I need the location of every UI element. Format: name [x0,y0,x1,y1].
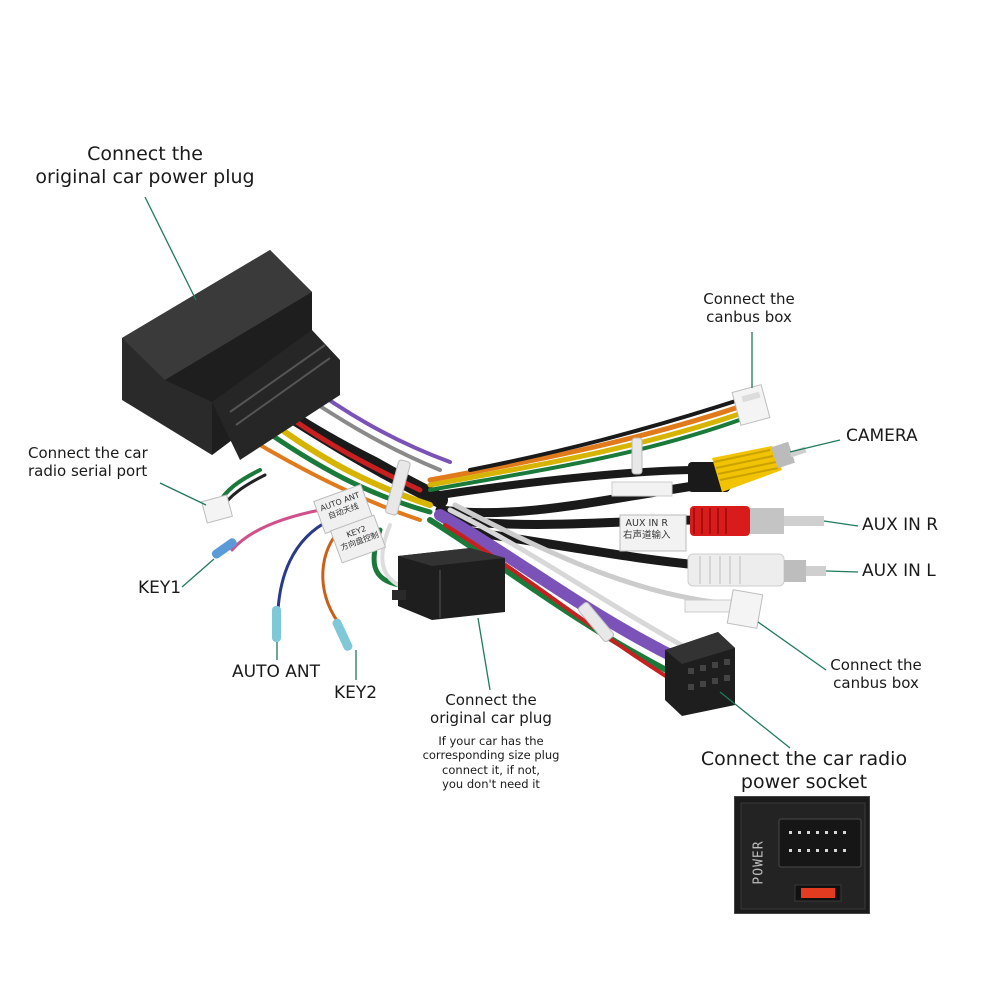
car-plug-note-line-3: connect it, if not, [442,762,540,777]
label-car-plug-line-2: original car plug [430,709,552,727]
label-aux-in-l: AUX IN L [862,561,936,581]
label-key1: KEY1 [138,578,182,598]
label-power-socket: Connect the car radio power socket [690,748,918,794]
iso-power-connector [665,632,735,716]
car-plug-note-line-4: you don't need it [442,777,540,792]
label-auto-ant: AUTO ANT [232,662,320,682]
leader-aux-l [825,570,859,573]
leader-serial-port [159,482,207,506]
leader-aux-r [823,520,859,527]
label-car-plug-line-1: Connect the [445,691,537,709]
car-plug-note-line-1: If your car has the [438,734,544,748]
label-canbus-top-line-1: Connect the [703,290,795,308]
leader-car-plug [477,617,491,691]
rca-aux-right-plug [690,506,824,536]
socket-pins [789,831,846,852]
label-camera: CAMERA [846,426,918,446]
original-car-plug-connector [392,548,505,620]
label-canbus-bottom: Connect the canbus box [820,656,932,692]
leader-power-socket [719,691,791,749]
leader-key1 [181,558,215,588]
key2-terminal [332,618,353,651]
auto-ant-terminal [272,606,281,642]
label-power-plug: Connect the original car power plug [20,143,270,189]
label-serial-port-line-2: radio serial port [28,462,148,480]
label-car-plug-note: If your car has the corresponding size p… [415,734,567,792]
label-canbus-top-line-2: canbus box [706,308,792,326]
label-car-plug: Connect the original car plug [420,691,562,727]
main-power-connector [122,250,340,460]
leader-canbus-bottom [757,621,827,671]
label-serial-port: Connect the car radio serial port [28,444,178,480]
leader-power-plug [144,196,197,301]
canbus-connector-bottom [726,589,764,629]
car-plug-note-line-2: corresponding size plug [422,748,560,763]
aux-r-sleeve-tag: AUX IN R 右声道输入 [623,518,671,542]
power-socket-inset: POWER [734,796,870,914]
label-power-plug-line-2: original car power plug [35,165,255,188]
fuse-icon [801,888,835,898]
serial-port-connector [200,494,234,524]
label-power-plug-line-1: Connect the [87,143,203,165]
rca-aux-left-plug [687,553,826,587]
power-socket-label: POWER [751,839,767,885]
sleeve-tags [313,481,732,613]
cable-ties [385,437,643,642]
label-aux-in-r: AUX IN R [862,515,939,535]
rca-camera-plug [688,441,807,492]
aux-r-tag-line-1: AUX IN R [625,518,669,529]
label-canbus-top: Connect the canbus box [690,290,808,326]
aux-r-tag-line-2: 右声道输入 [623,529,671,541]
power-socket-illustration [735,797,869,913]
leader-camera [789,439,841,453]
label-power-socket-line-2: power socket [740,770,868,793]
canbus-connector-top [731,384,771,426]
label-canbus-bottom-line-1: Connect the [830,656,922,674]
label-power-socket-line-1: Connect the car radio [700,748,908,770]
label-key2: KEY2 [334,683,378,703]
label-serial-port-line-1: Connect the car [28,444,148,462]
leader-lines [144,196,859,749]
label-canbus-bottom-line-2: canbus box [833,674,919,692]
key1-terminal [211,538,237,559]
